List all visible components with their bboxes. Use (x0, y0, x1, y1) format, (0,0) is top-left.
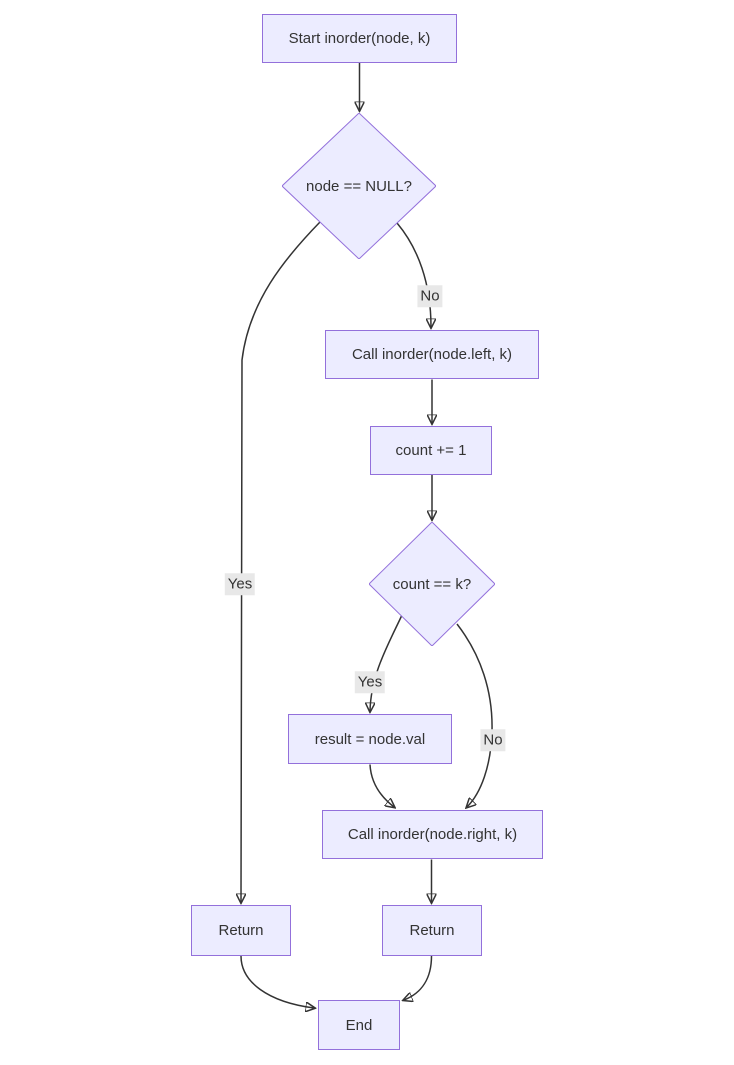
edge-label-count-check-yes: Yes (354, 671, 386, 693)
node-set-result-label: result = node.val (314, 730, 426, 748)
node-end-label: End (345, 1016, 373, 1034)
node-return-left-label: Return (218, 922, 264, 939)
decision-node-count-check: count == k? (369, 522, 495, 646)
edge-null-check-yes-to-return-left (241, 221, 321, 902)
edge-label-null-check-no: No (417, 285, 443, 307)
diamond-shape (369, 522, 495, 646)
edge-label-null-check-yes: Yes (224, 573, 256, 595)
diamond-shape (282, 113, 436, 259)
node-call-inorder-right-label: Call inorder(node.right, k) (347, 826, 518, 843)
node-count-increment: count += 1 (370, 426, 492, 475)
node-count-increment-label: count += 1 (395, 442, 467, 459)
node-call-inorder-right: Call inorder(node.right, k) (322, 810, 543, 859)
node-call-inorder-left: Call inorder(node.left, k) (325, 330, 539, 379)
node-return-right-label: Return (409, 922, 455, 939)
decision-node-null-check: node == NULL? (282, 113, 436, 259)
node-return-right: Return (382, 905, 482, 956)
node-return-left: Return (191, 905, 291, 956)
decision-null-check-label: node == NULL? (306, 177, 412, 195)
node-set-result: result = node.val (288, 714, 452, 764)
edge-count-check-yes-to-set-result (370, 614, 403, 711)
edge-label-count-check-no: No (480, 729, 506, 751)
decision-count-check-label: count == k? (392, 575, 472, 593)
edge-return-left-to-end (240, 955, 314, 1008)
node-end: End (318, 1000, 400, 1050)
node-call-inorder-left-label: Call inorder(node.left, k) (351, 346, 513, 363)
edge-count-check-no-to-call-right (456, 623, 493, 807)
node-start-label: Start inorder(node, k) (288, 30, 431, 47)
edge-set-result-to-call-right (369, 764, 394, 808)
edge-return-right-to-end (404, 955, 433, 1000)
node-start: Start inorder(node, k) (262, 14, 457, 63)
edge-null-check-no-to-call-left (396, 222, 431, 327)
